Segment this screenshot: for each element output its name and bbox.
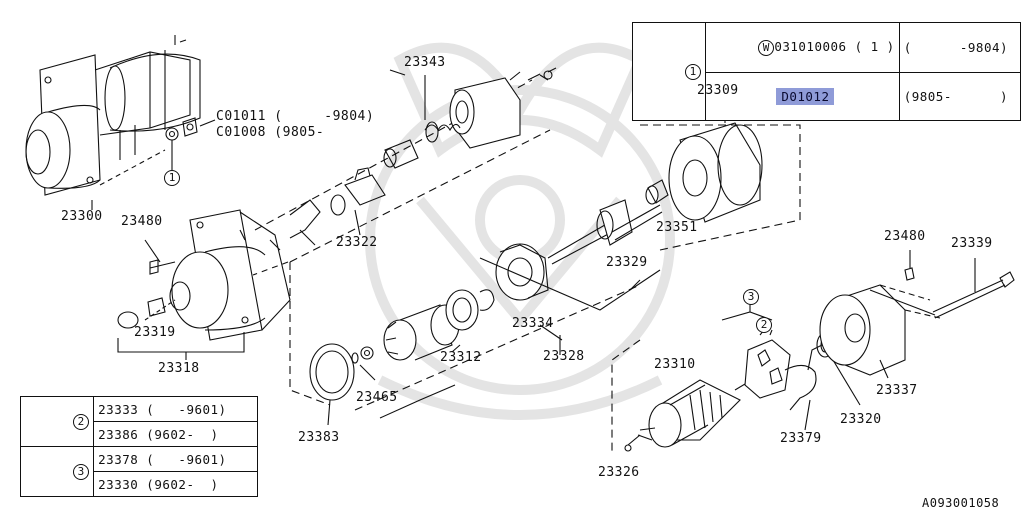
row2-range: (9805- ): [898, 72, 1021, 121]
housing-23318: [169, 209, 291, 341]
part-label-23339[interactable]: 23339: [951, 236, 993, 251]
bottom-table-row3: 23378 ( -9601): [93, 446, 259, 472]
part-label-23309[interactable]: 23309: [697, 83, 739, 98]
part-label-23320[interactable]: 23320: [840, 412, 882, 427]
brush-holder-23379: [744, 339, 823, 431]
end-cover-23337: [819, 284, 906, 379]
ref-marker-3: 3: [73, 464, 90, 480]
ref-marker-2: 2: [73, 414, 90, 430]
retainer-23383: [309, 343, 355, 426]
part-label-23310[interactable]: 23310: [654, 357, 696, 372]
part-label-23328[interactable]: 23328: [543, 349, 585, 364]
bottom-table-ref2-cell: 2: [19, 396, 95, 447]
part-label-23383[interactable]: 23383: [298, 430, 340, 445]
figure-id: A093001058: [922, 496, 1000, 510]
part-label-23319[interactable]: 23319: [134, 325, 176, 340]
part-label-c01011[interactable]: C01011 ( -9804): [216, 109, 375, 124]
part-label-23322[interactable]: 23322: [336, 235, 378, 250]
bottom-table-row1: 23333 ( -9601): [93, 396, 259, 422]
callout-ref-3: 3: [743, 289, 759, 305]
plunger-spring: [383, 121, 461, 169]
top-table-ref-cell: 1: [631, 22, 707, 121]
bottom-reference-table: 2 23333 ( -9601) 23386 (9602- ) 3 23378 …: [19, 396, 259, 497]
top-table-row2-part: D01012: [705, 72, 900, 121]
part-label-23329[interactable]: 23329: [606, 255, 648, 270]
part-label-23318[interactable]: 23318: [158, 361, 200, 376]
bottom-table-row2: 23386 (9602- ): [93, 421, 259, 447]
bottom-table-row4: 23330 (9602- ): [93, 471, 259, 497]
center-housing-23328: [495, 243, 549, 301]
row2-part-number-highlighted[interactable]: D01012: [776, 88, 835, 105]
shift-lever-23322: [289, 167, 386, 246]
part-label-23351[interactable]: 23351: [656, 220, 698, 235]
part-label-23480-right[interactable]: 23480: [884, 229, 926, 244]
bottom-table-ref3-cell: 3: [19, 446, 95, 497]
part-label-c01008[interactable]: C01008 (9805-: [216, 125, 325, 140]
part-label-23465[interactable]: 23465: [356, 390, 398, 405]
w-marker: W: [758, 40, 775, 56]
part-label-23326[interactable]: 23326: [598, 465, 640, 480]
part-label-23379[interactable]: 23379: [780, 431, 822, 446]
callout-ref-1: 1: [164, 170, 180, 186]
through-bolt-23339: [932, 258, 1015, 319]
part-label-23300[interactable]: 23300: [61, 209, 103, 224]
row1-part-number: 031010006 ( 1 ): [774, 39, 895, 54]
starter-assembly-23300: [25, 35, 201, 196]
callout-ref-2: 2: [756, 317, 772, 333]
row1-range: ( -9804): [898, 22, 1021, 73]
armature-23310: [624, 379, 741, 452]
part-label-23337[interactable]: 23337: [876, 383, 918, 398]
yoke-23309: [668, 100, 763, 223]
gear-shaft-23329: [547, 179, 669, 265]
part-label-23343[interactable]: 23343: [404, 55, 446, 70]
solenoid-23343: [389, 67, 557, 149]
part-label-23312[interactable]: 23312: [440, 350, 482, 365]
clutch-23312: [383, 289, 479, 361]
part-label-23334[interactable]: 23334: [512, 316, 554, 331]
part-label-23480-left[interactable]: 23480: [121, 214, 163, 229]
ref-marker-1: 1: [685, 64, 702, 80]
